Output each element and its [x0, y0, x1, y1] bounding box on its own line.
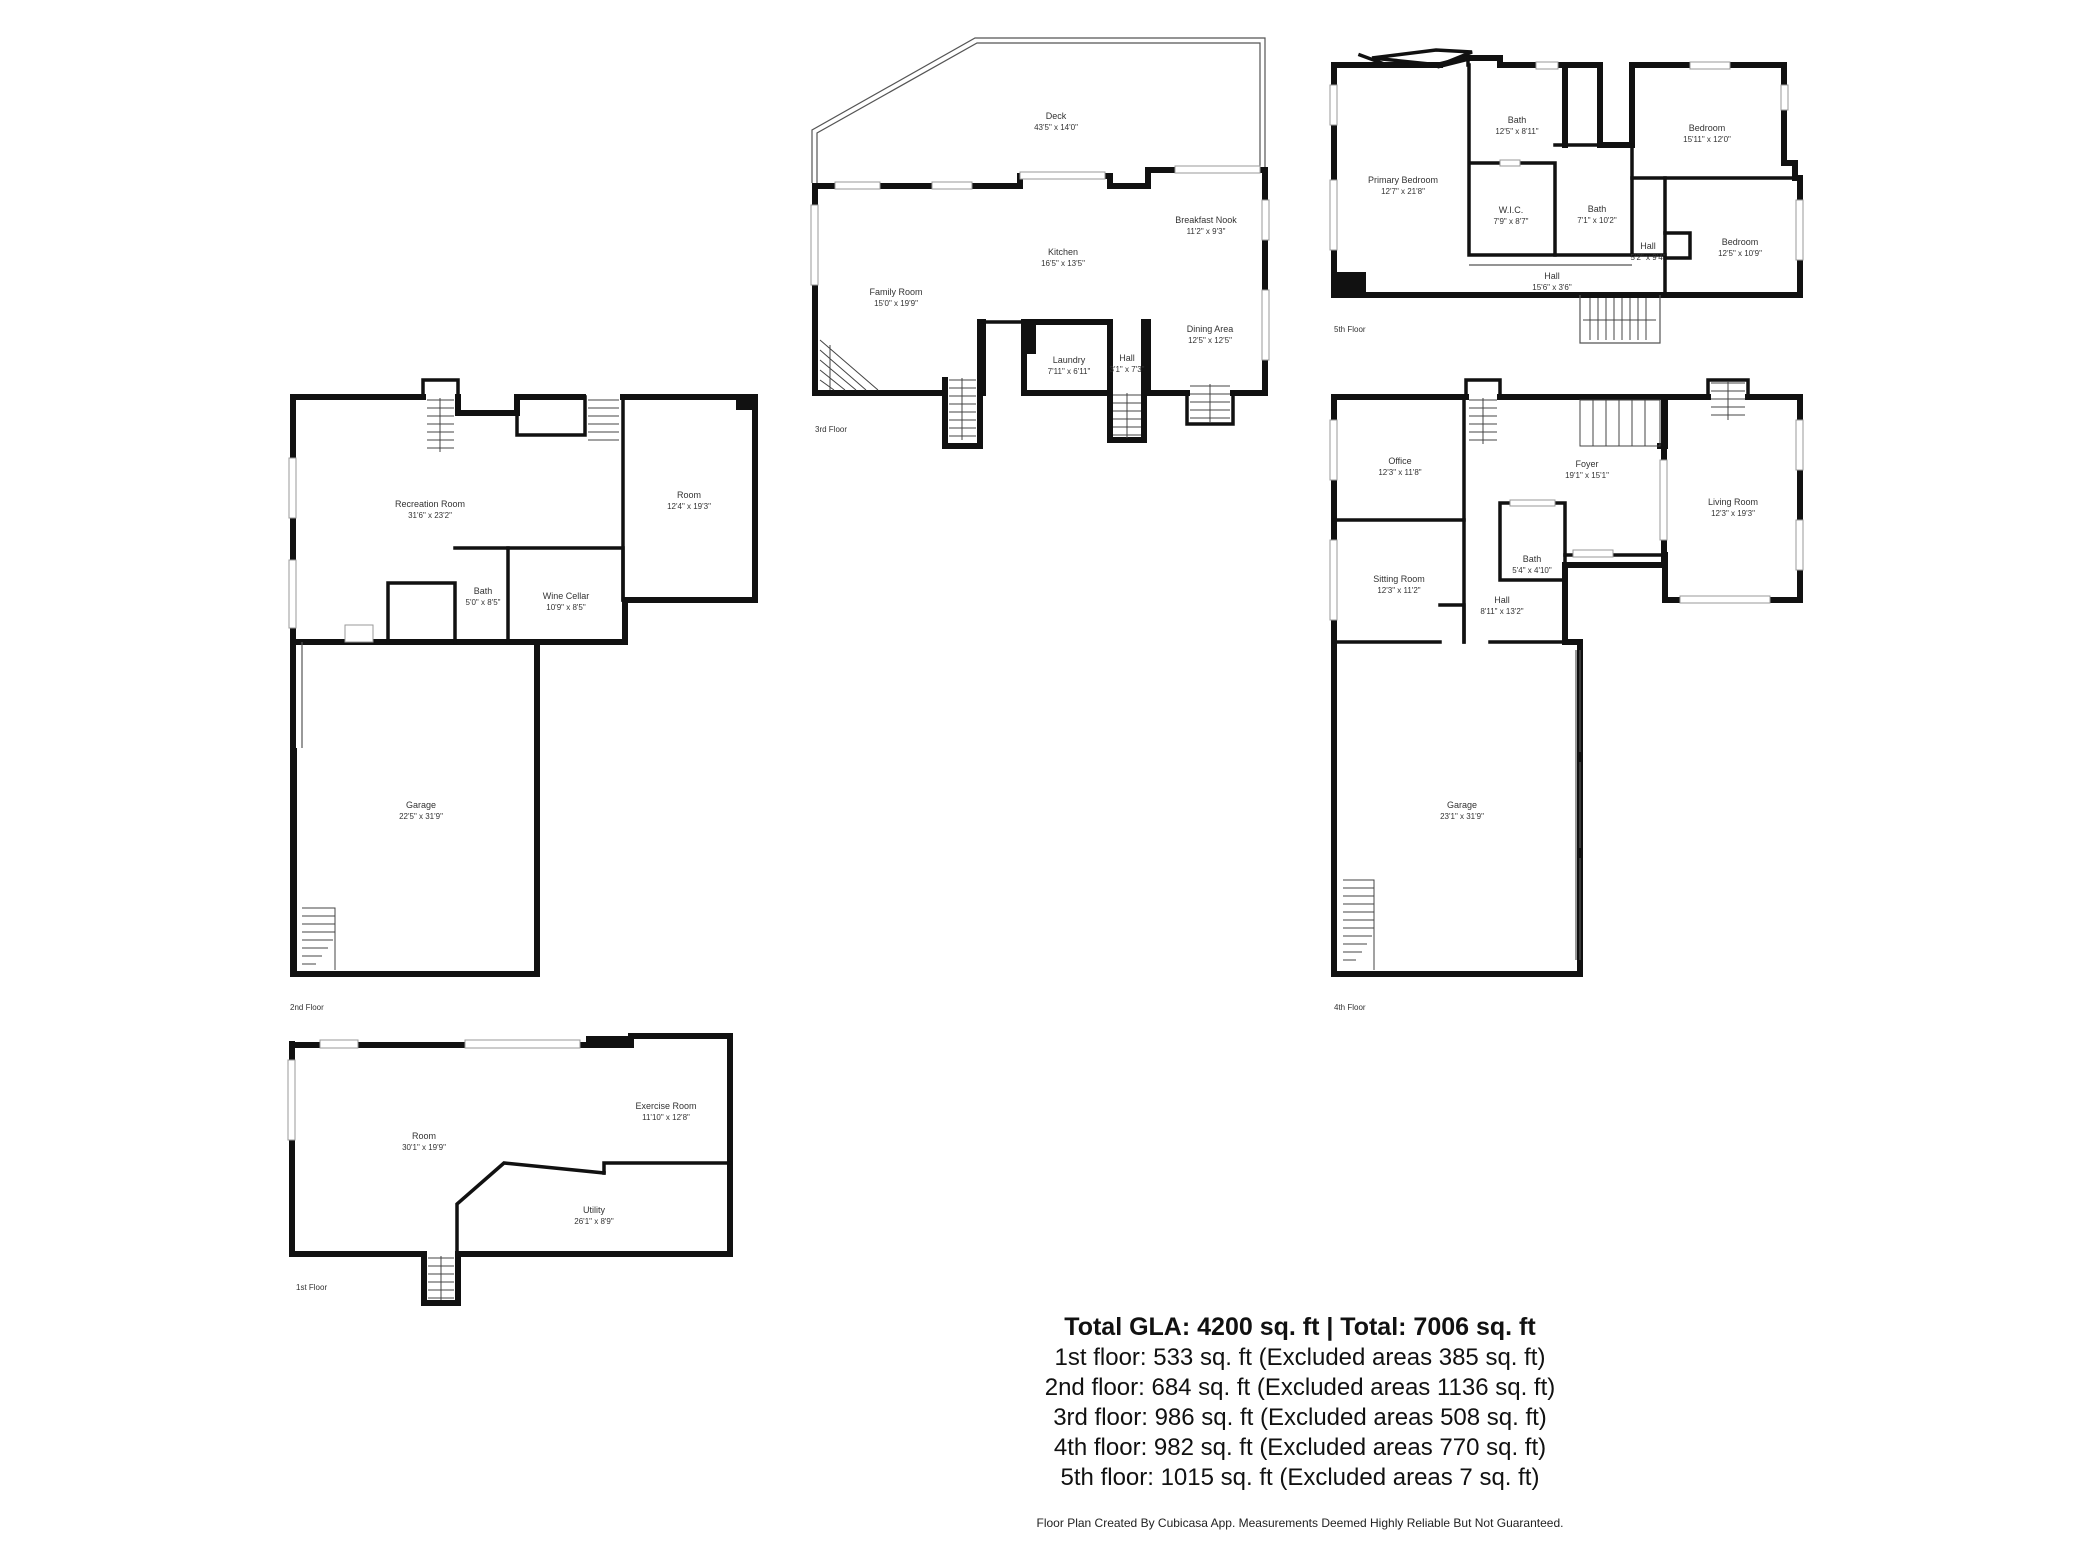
room-name: Garage [1447, 800, 1477, 810]
floor-area-line: 4th floor: 982 sq. ft (Excluded areas 77… [1053, 1434, 1547, 1461]
floor-label: 2nd Floor [290, 1003, 324, 1012]
room-name: Kitchen [1048, 247, 1078, 257]
room-name: Bath [1508, 115, 1527, 125]
room-dimensions: 15'0" x 19'9" [874, 299, 918, 308]
chimney-block [736, 397, 755, 410]
first-floor-plan: Room 30'1" x 19'9" Exercise Room 11'10" … [287, 1033, 733, 1306]
room-name: Bedroom [1722, 237, 1759, 247]
room-dimensions: 7'9" x 8'7" [1494, 217, 1529, 226]
room-dimensions: 43'5" x 14'0" [1034, 123, 1078, 132]
garage-post [1577, 848, 1583, 858]
fireplace-block [1336, 272, 1366, 295]
garage-post [1577, 752, 1583, 762]
room-name: Recreation Room [395, 499, 465, 509]
laundry-block [1022, 322, 1036, 354]
room-dimensions: 12'5" x 8'11" [1495, 127, 1538, 136]
room-name: Living Room [1708, 497, 1758, 507]
floor-area-line: 2nd floor: 684 sq. ft (Excluded areas 11… [1044, 1374, 1556, 1401]
room-name: Hall [1119, 353, 1135, 363]
room-dimensions: 10'9" x 8'5" [546, 603, 586, 612]
room-dimensions: 7'11" x 6'11" [1048, 367, 1091, 376]
stairs-garage-second [302, 907, 336, 970]
room-dimensions: 7'1" x 10'2" [1577, 216, 1617, 225]
room-name: W.I.C. [1499, 205, 1524, 215]
room-dimensions: 12'3" x 19'3" [1711, 509, 1755, 518]
room-dimensions: 12'5" x 12'5" [1188, 336, 1232, 345]
room-dimensions: 26'1" x 8'9" [574, 1217, 614, 1226]
room-dimensions: 12'5" x 10'9" [1718, 249, 1762, 258]
stairs-fifth [1579, 295, 1661, 344]
second-floor-plan: Recreation Room 31'6" x 23'2" Room 12'4"… [288, 378, 758, 1012]
room-name: Sitting Room [1373, 574, 1425, 584]
floor-label: 4th Floor [1334, 1003, 1366, 1012]
third-floor-plan: Deck 43'5" x 14'0" Kitchen 16'5" x 13'5"… [810, 37, 1270, 449]
floor-area-line: 5th floor: 1015 sq. ft (Excluded areas 7… [1060, 1464, 1540, 1491]
room-name: Breakfast Nook [1175, 215, 1237, 225]
room-name: Hall [1494, 595, 1510, 605]
chimney-block [586, 1036, 631, 1047]
room-name: Room [677, 490, 701, 500]
room-dimensions: 5'2" x 9'4" [1631, 253, 1666, 262]
room-name: Family Room [869, 287, 922, 297]
room-dimensions: 19'1" x 15'1" [1565, 471, 1609, 480]
stairs-garage-fourth [1343, 879, 1375, 970]
room-dimensions: 8'11" x 13'2" [1480, 607, 1523, 616]
floor-label: 3rd Floor [815, 425, 847, 434]
floor-area-line: 1st floor: 533 sq. ft (Excluded areas 38… [1054, 1344, 1546, 1371]
floor-label: 5th Floor [1334, 325, 1366, 334]
stairs-second-upper [588, 399, 619, 441]
area-summary: Total GLA: 4200 sq. ft | Total: 7006 sq.… [650, 1312, 1950, 1493]
room-dimensions: 22'5" x 31'9" [399, 812, 443, 821]
room-name: Wine Cellar [543, 591, 590, 601]
stairs-third-family [819, 339, 879, 391]
room-name: Utility [583, 1205, 605, 1215]
room-name: Hall [1640, 241, 1656, 251]
room-name: Garage [406, 800, 436, 810]
room-dimensions: 12'7" x 21'8" [1381, 187, 1425, 196]
room-name: Laundry [1053, 355, 1086, 365]
total-area: Total GLA: 4200 sq. ft | Total: 7006 sq.… [1064, 1313, 1536, 1341]
garage-wall-block [291, 748, 297, 974]
room-name: Dining Area [1187, 324, 1234, 334]
room-dimensions: 11'2" x 9'3" [1187, 227, 1226, 236]
room-dimensions: 30'1" x 19'9" [402, 1143, 446, 1152]
room-dimensions: 15'11" x 12'0" [1683, 135, 1731, 144]
stairs-first [421, 1251, 461, 1306]
stairs-third-dining [1190, 384, 1230, 422]
room-dimensions: 12'3" x 11'2" [1377, 586, 1420, 595]
room-dimensions: 12'4" x 19'3" [667, 502, 711, 511]
fourth-floor-plan: Office 12'3" x 11'8" Foyer 19'1" x 15'1"… [1329, 378, 1804, 1012]
room-dimensions: 31'6" x 23'2" [408, 511, 452, 520]
stairs-second-rec [427, 398, 454, 452]
room-name: Bath [1523, 554, 1542, 564]
room-dimensions: 16'5" x 13'5" [1041, 259, 1085, 268]
stairs-third-down [942, 377, 983, 449]
floor-area-line: 3rd floor: 986 sq. ft (Excluded areas 50… [1053, 1404, 1547, 1431]
room-name: Exercise Room [635, 1101, 696, 1111]
room-dimensions: 11'10" x 12'8" [642, 1113, 690, 1122]
room-dimensions: 23'1" x 31'9" [1440, 812, 1484, 821]
floor-label: 1st Floor [296, 1283, 327, 1292]
room-name: Deck [1046, 111, 1067, 121]
room-name: Hall [1544, 271, 1560, 281]
fifth-floor-plan: Bath 12'5" x 8'11" Bedroom 15'11" x 12'0… [1329, 48, 1804, 344]
stairs-fourth-living [1711, 381, 1745, 420]
room-dimensions: 5'0" x 8'5" [466, 598, 501, 607]
room-dimensions: 15'6" x 3'6" [1532, 283, 1572, 292]
room-name: Room [412, 1131, 436, 1141]
stairs-fourth-office [1469, 398, 1497, 444]
room-dimensions: 12'3" x 11'8" [1378, 468, 1421, 477]
room-dimensions: 3'1" x 7'3" [1110, 365, 1145, 374]
stairs-third-hall [1113, 393, 1141, 438]
room-name: Bath [1588, 204, 1607, 214]
disclaimer: Floor Plan Created By Cubicasa App. Meas… [1036, 1516, 1564, 1530]
room-name: Bedroom [1689, 123, 1726, 133]
room-name: Foyer [1575, 459, 1598, 469]
room-dimensions: 5'4" x 4'10" [1512, 566, 1552, 575]
room-name: Primary Bedroom [1368, 175, 1438, 185]
room-name: Office [1388, 456, 1411, 466]
room-name: Bath [474, 586, 493, 596]
